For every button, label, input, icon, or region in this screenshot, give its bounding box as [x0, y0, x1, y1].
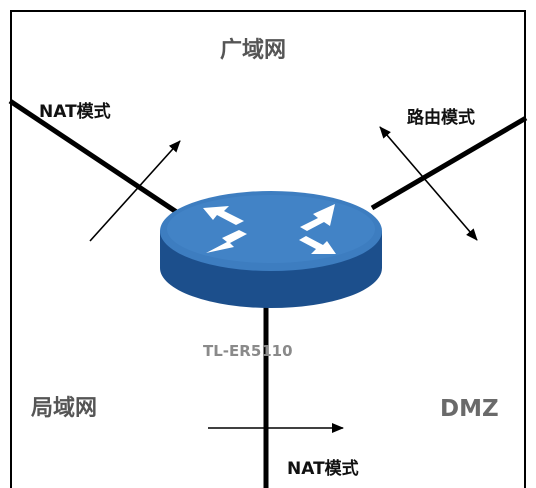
- routing-arrow: [379, 126, 478, 241]
- routing-mode-label: 路由模式: [407, 108, 475, 128]
- wan-label: 广域网: [220, 38, 287, 63]
- nat-arrow-top: [89, 140, 181, 242]
- nat-mode-label-bottom: NAT模式: [287, 459, 359, 479]
- diagram-frame: [10, 10, 526, 488]
- lan-label: 局域网: [31, 396, 98, 421]
- router-icon: [160, 191, 382, 308]
- wan-link-right: [370, 115, 528, 211]
- nat-mode-label-top: NAT模式: [39, 102, 111, 122]
- router-model-label: TL-ER5110: [203, 342, 293, 360]
- wan-link-left: [8, 98, 180, 216]
- dmz-label: DMZ: [440, 396, 499, 422]
